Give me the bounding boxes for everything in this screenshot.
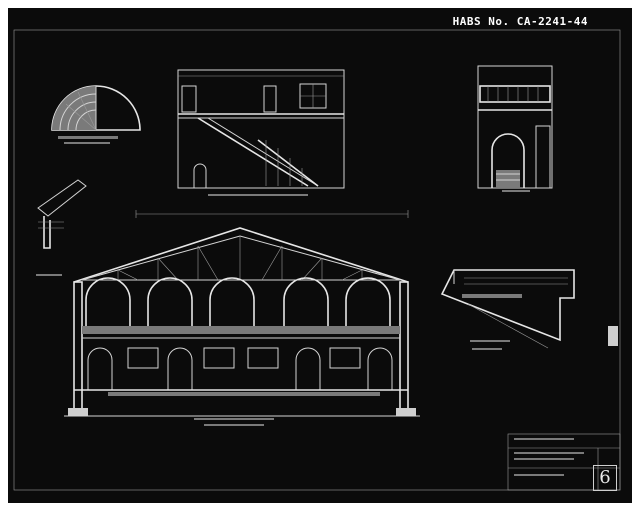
habs-label: HABS No. CA-2241-44 [452, 15, 588, 28]
blueprint-sheet: HABS No. CA-2241-44 6 [8, 8, 632, 503]
side-elevation-drawing [477, 65, 553, 192]
cornice-detail [36, 179, 87, 276]
grille-detail [51, 85, 141, 144]
title-block [507, 433, 621, 491]
sheet-border [13, 29, 621, 491]
scale-marker [608, 326, 618, 346]
elevation-drawing [177, 69, 345, 196]
blueprint-drawing [13, 29, 621, 491]
stair-detail [440, 269, 575, 350]
sheet-number: 6 [593, 465, 617, 491]
main-section-drawing [64, 210, 420, 426]
